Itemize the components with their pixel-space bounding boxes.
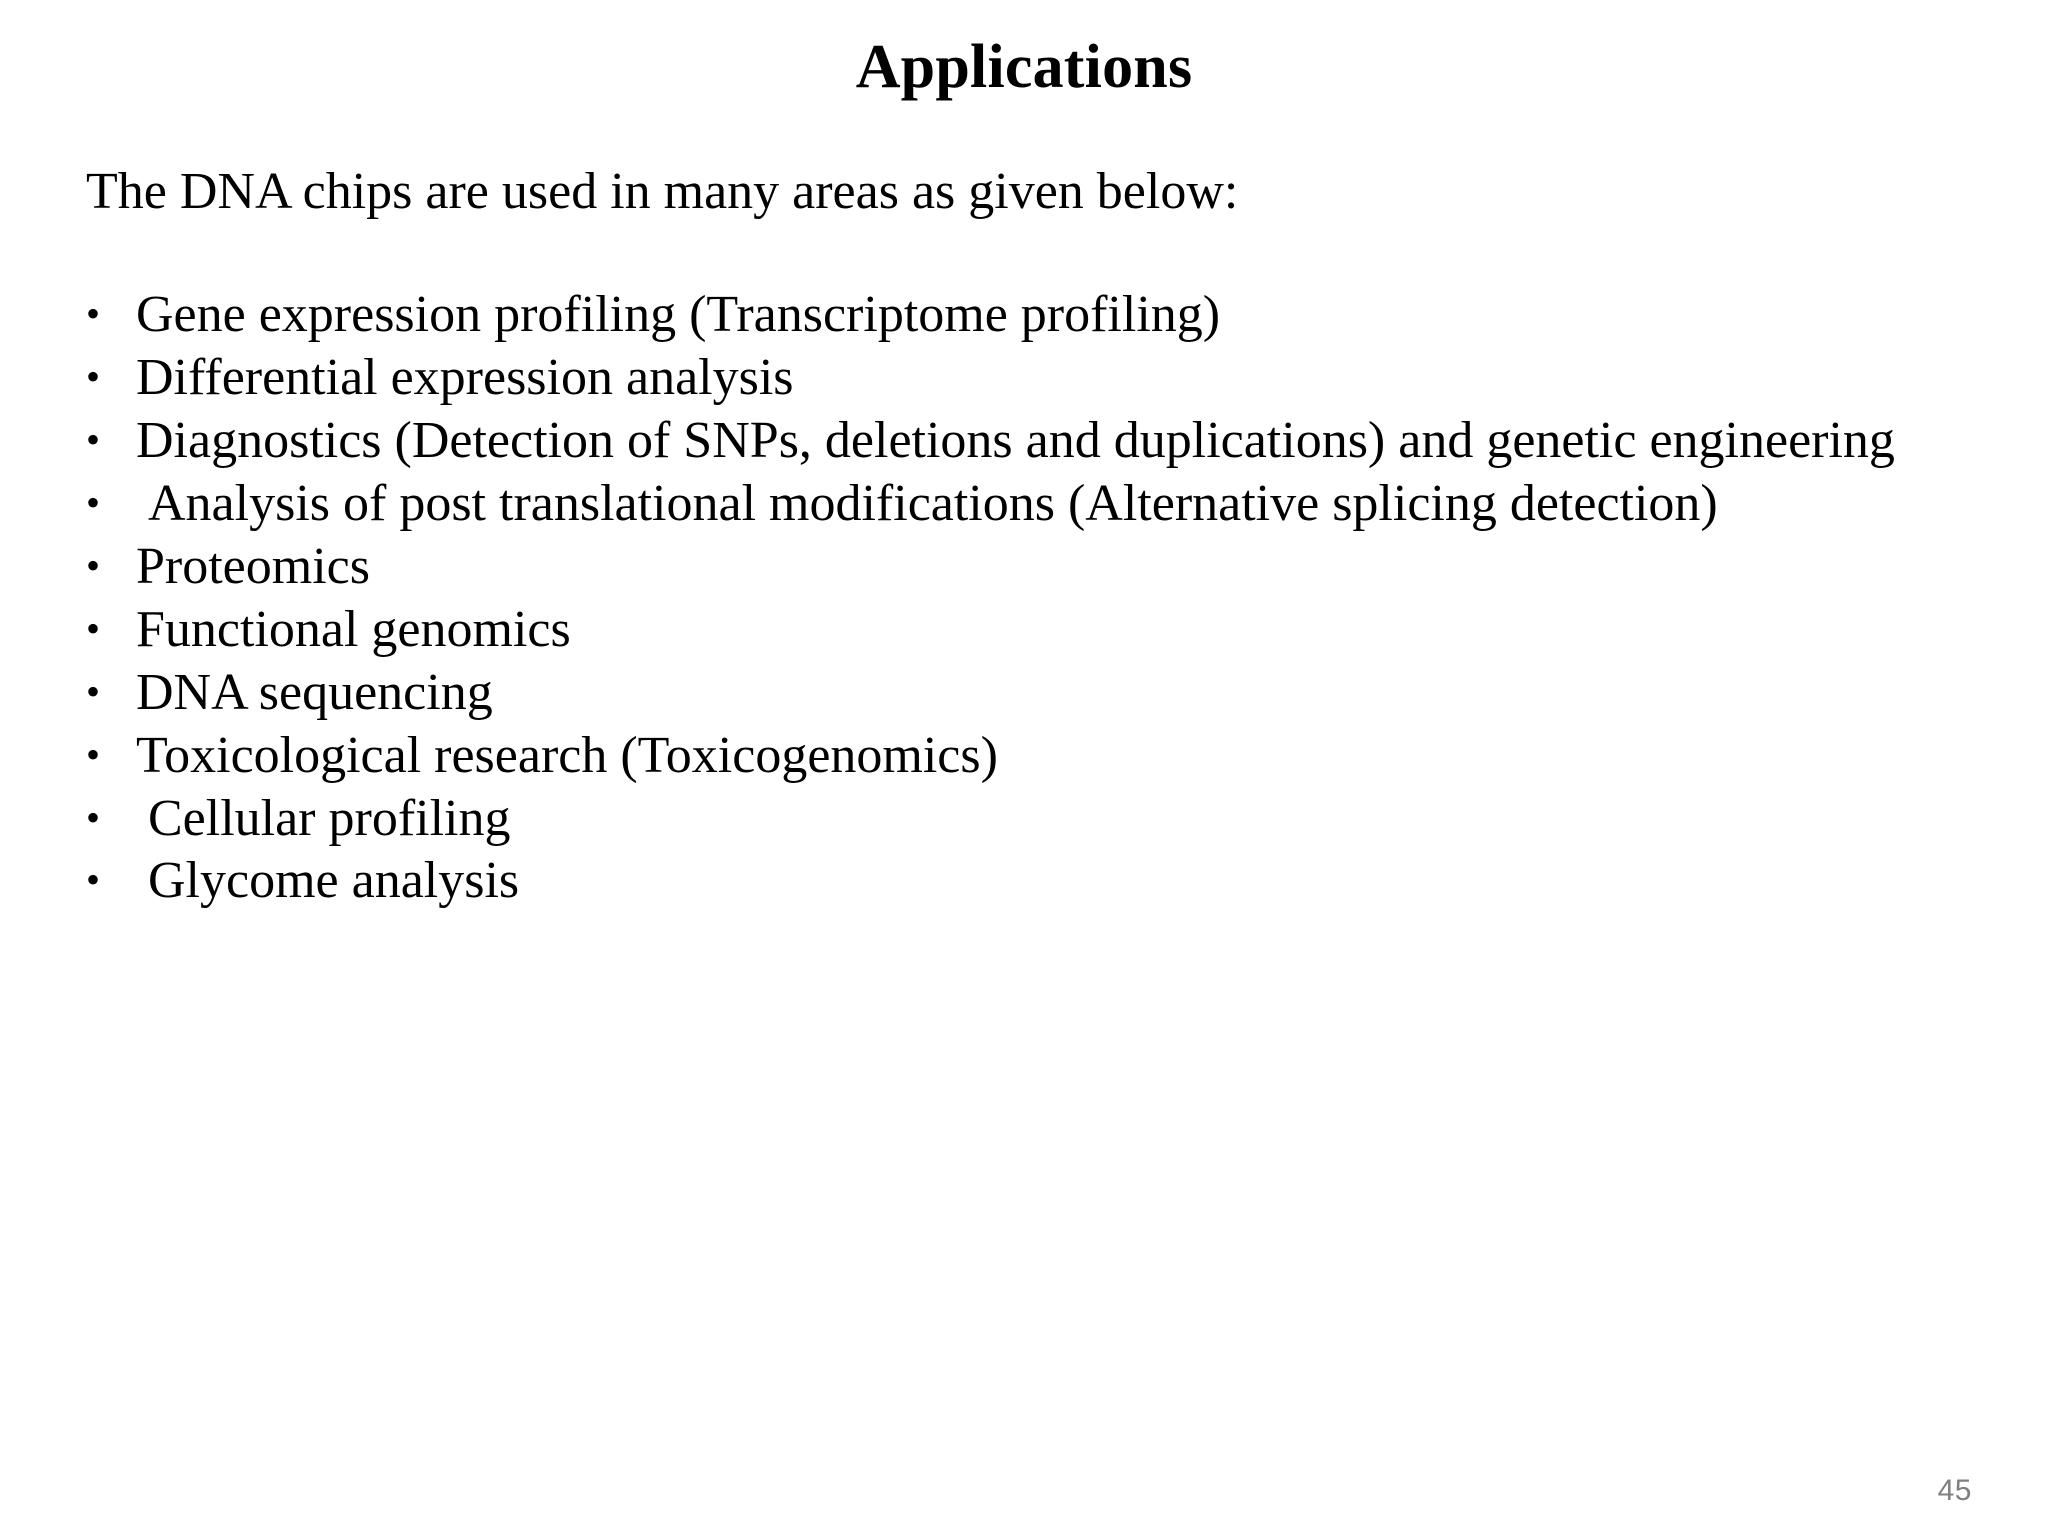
bullet-icon: • xyxy=(86,668,101,714)
bullet-icon: • xyxy=(86,605,101,651)
list-item: • Differential expression analysis xyxy=(86,347,1986,410)
bullet-icon: • xyxy=(86,291,101,337)
body-spacer xyxy=(86,222,1986,284)
list-item-label: Cellular profiling xyxy=(148,789,511,847)
list-item-label: Functional genomics xyxy=(136,600,571,658)
list-item-label: Proteomics xyxy=(136,537,370,595)
list-item: • Analysis of post translational modifica… xyxy=(86,473,1986,536)
list-item: • Cellular profiling xyxy=(86,788,1986,851)
page-title: Applications xyxy=(855,33,1193,101)
list-item-label: Gene expression profiling (Transcriptome… xyxy=(136,286,1221,344)
applications-list: • Gene expression profiling (Transcriptom… xyxy=(86,284,1986,913)
list-item-label: Analysis of post translational modificat… xyxy=(148,475,1718,533)
list-item: • Toxicological research (Toxicogenomics) xyxy=(86,725,1986,788)
list-item-label: DNA sequencing xyxy=(136,663,493,721)
list-item-label: Differential expression analysis xyxy=(136,349,794,407)
list-item: • Functional genomics xyxy=(86,599,1986,662)
bullet-icon: • xyxy=(86,417,101,463)
bullet-icon: • xyxy=(86,542,101,588)
list-item-label: Glycome analysis xyxy=(148,852,520,910)
bullet-icon: • xyxy=(86,354,101,400)
bullet-icon: • xyxy=(86,731,101,777)
list-item: • DNA sequencing xyxy=(86,662,1986,725)
list-item-label: Toxicological research (Toxicogenomics) xyxy=(136,726,998,784)
list-item: • Glycome analysis xyxy=(86,850,1986,913)
bullet-icon: • xyxy=(86,794,101,840)
list-item: • Proteomics xyxy=(86,536,1986,599)
intro-text: The DNA chips are used in many areas as … xyxy=(86,163,1239,220)
page-number: 45 xyxy=(1937,1474,1972,1507)
list-item: • Gene expression profiling (Transcriptom… xyxy=(86,284,1986,347)
slide-body: The DNA chips are used in many areas as … xyxy=(86,162,1986,913)
bullet-icon: • xyxy=(86,480,101,526)
list-item-label: Diagnostics (Detection of SNPs, deletion… xyxy=(136,412,1895,470)
list-item: • Diagnostics (Detection of SNPs, deletio… xyxy=(86,410,1986,473)
bullet-icon: • xyxy=(86,857,101,903)
